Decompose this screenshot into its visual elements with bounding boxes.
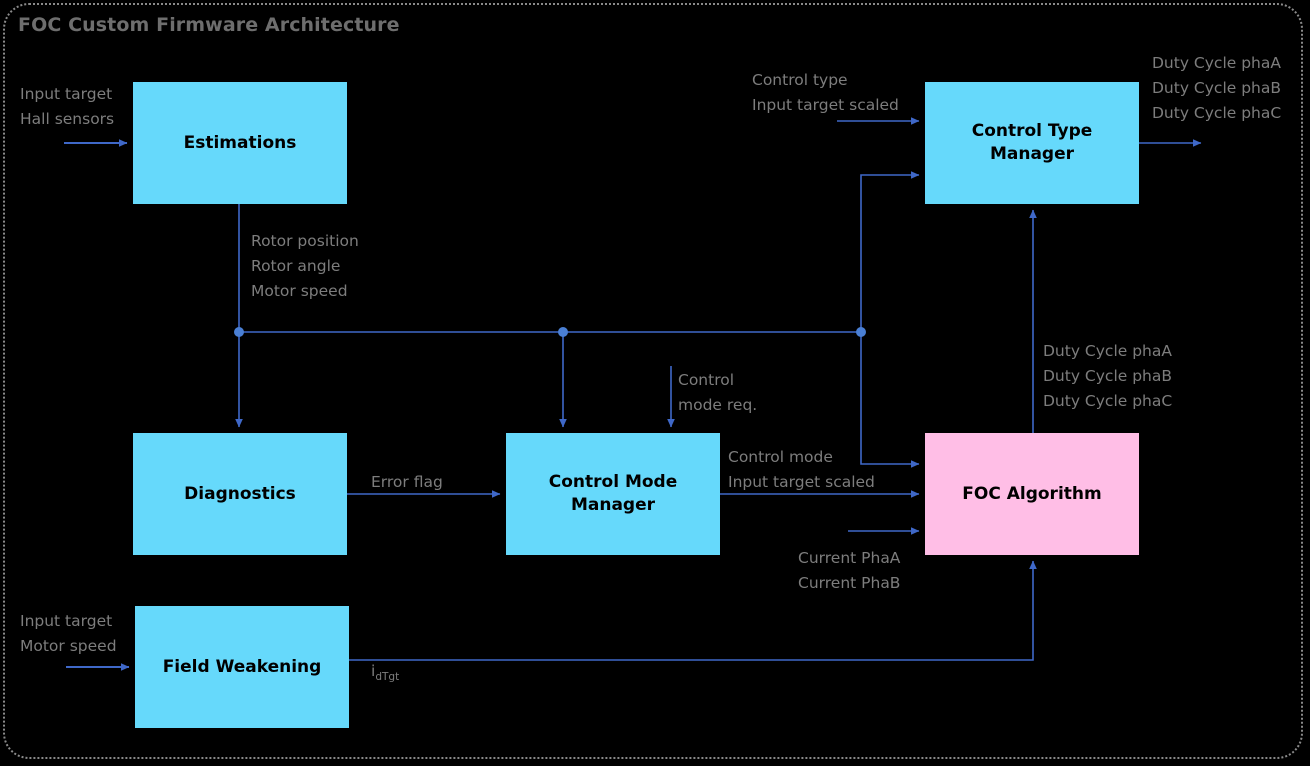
signal-label-estimations-input: Input target Hall sensors (20, 85, 115, 129)
wire-bus-to-foc-algorithm (860, 332, 920, 468)
junction-dot-right (856, 327, 866, 337)
block-control-type-manager[interactable]: Control Type Manager (925, 82, 1139, 204)
page-title: FOC Custom Firmware Architecture (18, 14, 400, 36)
block-foc-algorithm-label: FOC Algorithm (962, 483, 1102, 504)
block-control-mode-manager-label: Control Mode Manager (548, 472, 678, 515)
signal-label-current-phase-input: Current PhaA Current PhaB (798, 549, 901, 593)
signal-label-field-weakening-input: Input target Motor speed (20, 612, 117, 656)
block-estimations-label: Estimations (183, 132, 297, 153)
block-field-weakening[interactable]: Field Weakening (135, 606, 349, 728)
signal-label-estimations-output: Rotor position Rotor angle Motor speed (251, 232, 359, 301)
block-field-weakening-label: Field Weakening (162, 656, 322, 677)
signal-label-error-flag: Error flag (371, 473, 443, 491)
block-control-type-manager-label: Control Type Manager (971, 121, 1093, 164)
block-control-mode-manager[interactable]: Control Mode Manager (506, 433, 720, 555)
block-foc-algorithm[interactable]: FOC Algorithm (925, 433, 1139, 555)
block-diagnostics-label: Diagnostics (184, 483, 296, 504)
signal-label-duty-cycle-feedback: Duty Cycle phaA Duty Cycle phaB Duty Cyc… (1043, 342, 1173, 411)
junction-dot-estimations (234, 327, 244, 337)
signal-label-control-mode-output: Control mode Input target scaled (728, 448, 875, 492)
idtgt-subscript: dTgt (375, 671, 400, 684)
wire-field-weakening-to-foc (349, 560, 1037, 661)
idtgt-base: i (371, 662, 376, 681)
block-estimations[interactable]: Estimations (133, 82, 347, 204)
signal-label-control-mode-req: Control mode req. (678, 371, 758, 415)
junction-dot-control-mode (558, 327, 568, 337)
signal-label-control-type-input: Control type Input target scaled (752, 71, 899, 115)
block-diagnostics[interactable]: Diagnostics (133, 433, 347, 555)
wire-bus-to-control-type-manager (860, 171, 920, 332)
signal-label-duty-cycle-output: Duty Cycle phaA Duty Cycle phaB Duty Cyc… (1152, 54, 1282, 123)
signal-label-idtgt: idTgt (371, 634, 399, 686)
